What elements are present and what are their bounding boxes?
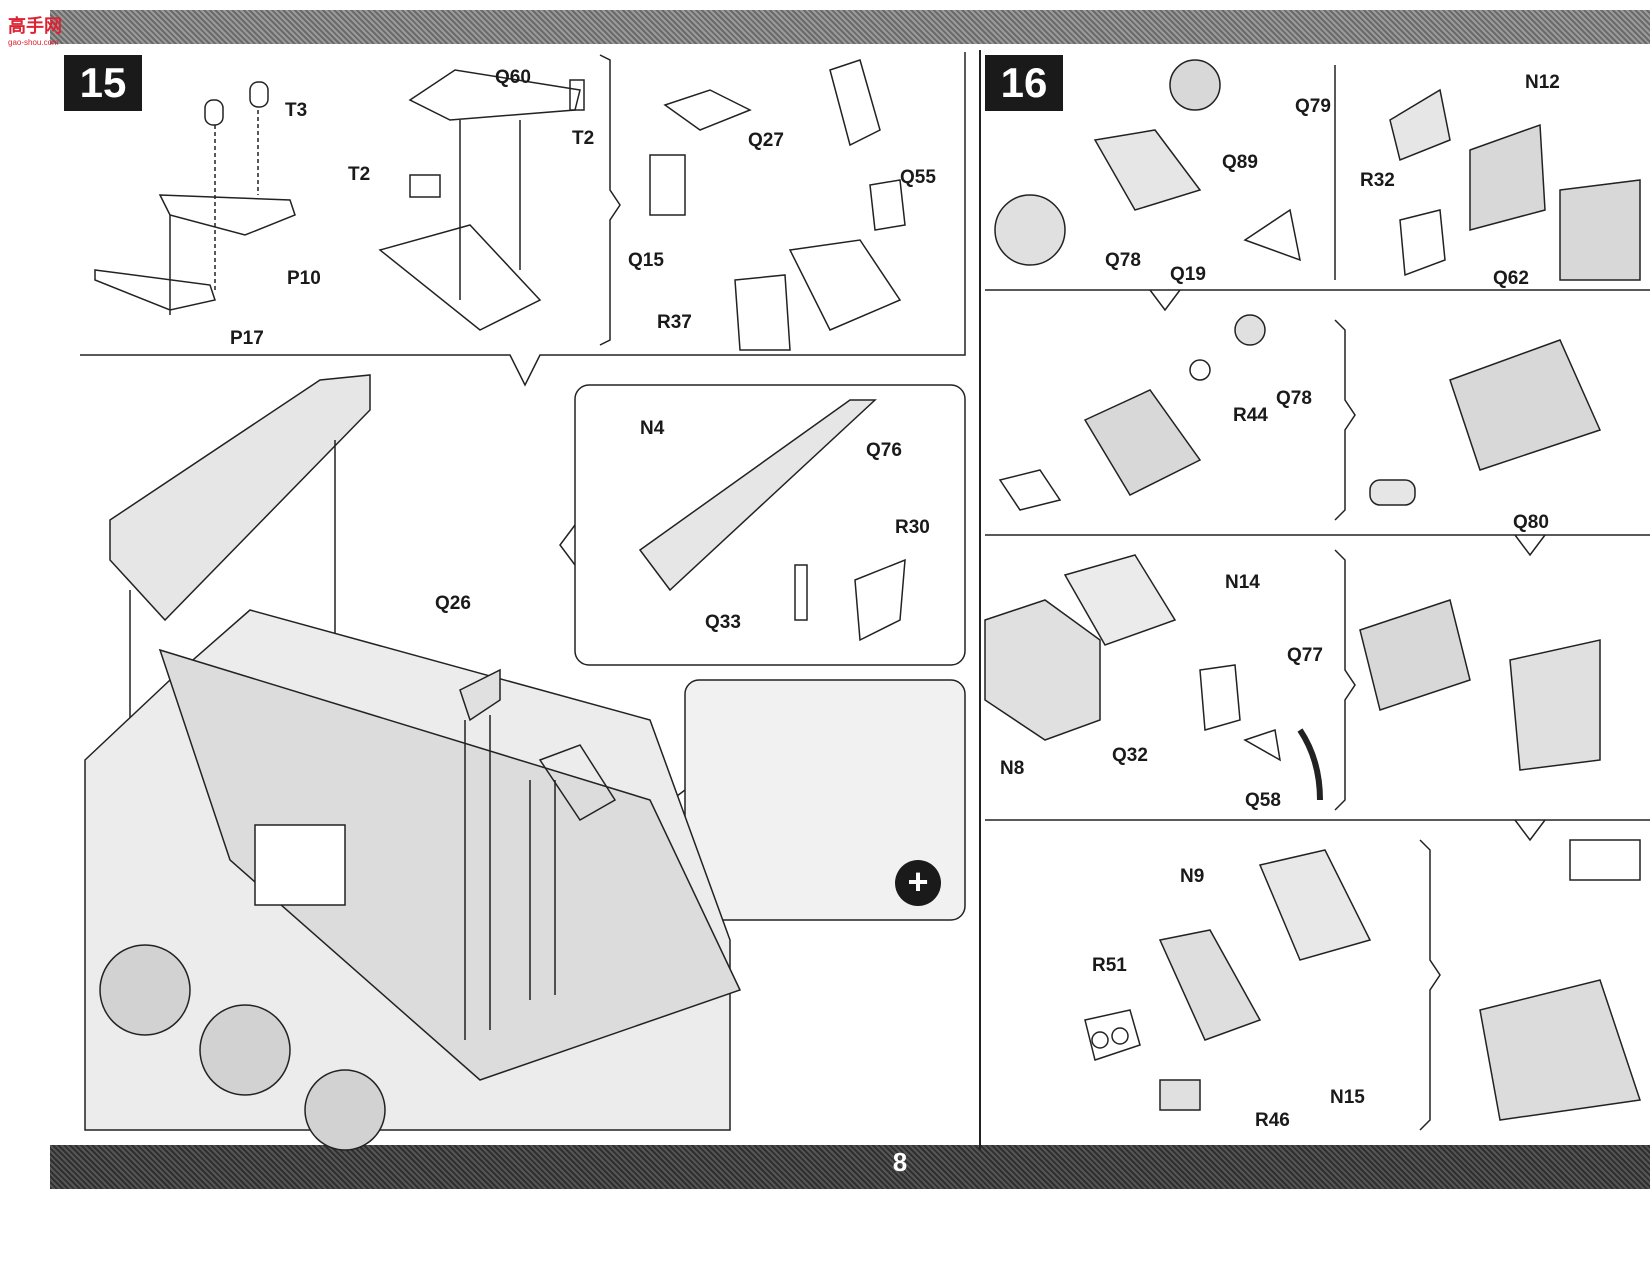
label-q60: Q60 [495,67,531,88]
hull-side-panel [109,374,371,622]
handle-r30 [854,558,906,642]
label-q26: Q26 [435,593,471,614]
part-q78-small [1234,314,1266,346]
label-r37: R37 [657,312,692,333]
label-p10: P10 [287,268,321,289]
label-r30: R30 [895,517,930,538]
label-r46: R46 [1255,1110,1290,1131]
label-q33: Q33 [705,612,741,633]
label-q89: Q89 [1222,152,1258,173]
engine-block-fragment [1559,179,1641,281]
part-n15 [1158,929,1262,1041]
label-n8: N8 [1000,758,1025,779]
road-wheel-1 [99,944,191,1036]
hull-fragment [1509,639,1601,771]
label-n15: N15 [1330,1087,1365,1108]
linkage-part [998,469,1062,511]
step15-sub-bracket [80,52,966,387]
extinguisher-q33 [794,564,808,621]
label-q80: Q80 [1513,512,1549,533]
part-q89 [1093,129,1202,211]
part-r51 [1084,1009,1141,1061]
seat-full [829,59,881,147]
part-n8 [984,599,1101,741]
bottom-footer-bar [50,1145,1650,1189]
label-n12: N12 [1525,72,1560,93]
label-r51: R51 [1092,955,1127,976]
part-t2-left [409,174,441,198]
part-n9 [1258,849,1372,961]
part-q79 [1169,59,1221,111]
label-q55: Q55 [900,167,936,188]
magnify-plus-icon: + [895,860,941,906]
part-r46 [1159,1079,1201,1111]
road-wheel-2 [199,1004,291,1096]
part-t3-a [204,99,224,126]
label-n14: N14 [1225,572,1260,593]
hull-interior-floor [158,648,742,1081]
part-t2-right [569,79,585,111]
part-r44 [1189,359,1211,381]
part-q77 [1297,728,1323,801]
bracket-q55 [869,179,906,231]
step15-divider-brace [599,54,621,346]
panel-n4 [638,399,877,592]
zoom-inset-box [684,679,966,921]
part-q58 [1243,729,1281,762]
road-wheel-3 [304,1069,386,1151]
top-header-bar [50,10,1650,44]
part-q19 [1243,208,1301,262]
part-n12 [1469,123,1546,231]
label-n9: N9 [1180,866,1205,887]
engine-installed-fragment [1479,979,1641,1121]
label-q79: Q79 [1295,96,1331,117]
seat-back-q15 [649,154,686,216]
page-number: 8 [892,1147,908,1177]
label-t2-right: T2 [572,128,595,149]
part-q62 [1399,209,1446,277]
seat-floor-plate [378,224,542,331]
instrument-panel-fragment [1569,839,1641,881]
step-number-15: 15 [64,55,142,111]
label-t2-left: T2 [348,164,371,185]
part-r32 [1389,88,1451,162]
label-q58: Q58 [1245,790,1281,811]
seat-base-r37 [788,239,902,331]
label-t3: T3 [285,100,308,121]
part-n14 [1063,554,1177,646]
transmission-right [1449,339,1602,471]
battery-box [254,824,346,906]
seat-base-p17 [94,269,216,311]
seat-frame-q60 [408,69,581,121]
label-q78-b: Q78 [1276,388,1312,409]
part-q78 [994,194,1066,266]
part-q32 [1199,664,1241,731]
label-n4: N4 [640,418,665,439]
label-q15: Q15 [628,250,664,271]
transmission-assembly [1083,389,1202,496]
step-number-16: 16 [985,55,1063,111]
label-q62: Q62 [1493,268,1529,289]
label-q77: Q77 [1287,645,1323,666]
plate-r37 [734,274,791,351]
label-p17: P17 [230,328,264,349]
part-t3-b [249,81,269,108]
seat-plate-p10 [158,194,296,236]
transmission-assembled [1359,599,1471,711]
part-q26-box [459,668,501,722]
seat-cushion-q27 [663,89,752,131]
label-r32: R32 [1360,170,1395,191]
part-q80 [1369,479,1416,506]
label-q27: Q27 [748,130,784,151]
label-q32: Q32 [1112,745,1148,766]
label-q19: Q19 [1170,264,1206,285]
label-q78: Q78 [1105,250,1141,271]
seat-installed [538,744,617,821]
watermark-logo: 高手网 gao-shou.com [8,16,62,47]
label-q76: Q76 [866,440,902,461]
label-r44: R44 [1233,405,1268,426]
